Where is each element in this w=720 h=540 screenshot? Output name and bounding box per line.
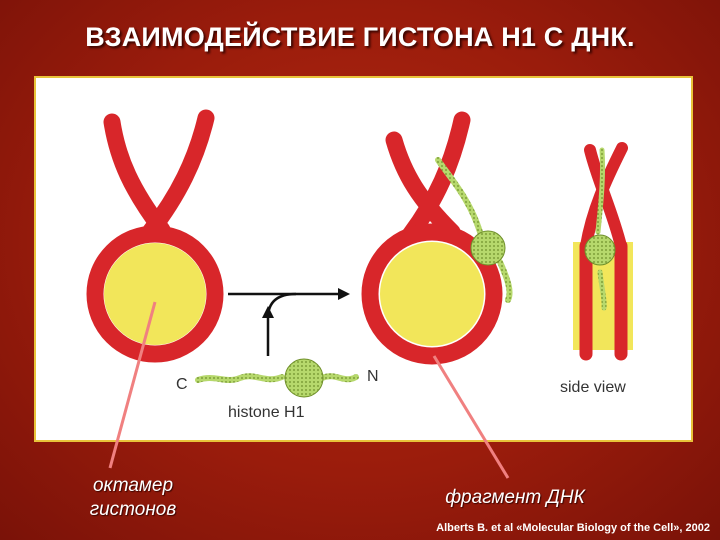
nucleosome-side-view [573,142,633,361]
nucleosome-with-h1 [361,111,513,365]
free-histone-h1 [195,358,359,398]
histone-h1-label: histone H1 [228,404,305,421]
dna-fragment-annotation: фрагмент ДНК [445,487,585,508]
histone-octamer-bound [380,242,484,346]
histone-octamer [104,243,206,345]
dna-strand-right-bound [401,111,471,244]
dna-wrap-ring-bound [361,223,503,365]
dna-strand-left-bound [385,131,461,241]
side-view-label: side view [560,379,626,396]
citation: Alberts B. et al «Molecular Biology of t… [436,522,710,534]
histone-h1-side [584,234,616,266]
h1-tail-bound [435,157,513,303]
dna-wrap-ring [86,225,224,363]
octamer-annotation: октамер гистонов [58,474,208,522]
octamer-pointer-line [108,301,157,469]
c-terminus-label: C [176,376,188,393]
dna-strand-right [141,109,215,241]
octamer-label-line1: октамер [92,475,174,496]
histone-h1-globular-domain [284,358,324,398]
n-terminus-label: N [367,368,379,385]
slide-title: ВЗАИМОДЕЙСТВИЕ ГИСТОНА Н1 С ДНК. [85,22,635,52]
binding-arrow [228,288,350,356]
octamer-label-line2: гистонов [89,499,177,520]
histone-h1-bound [470,230,506,266]
dna-fragment-pointer-line [432,355,510,479]
nucleosome-without-h1 [86,109,224,363]
